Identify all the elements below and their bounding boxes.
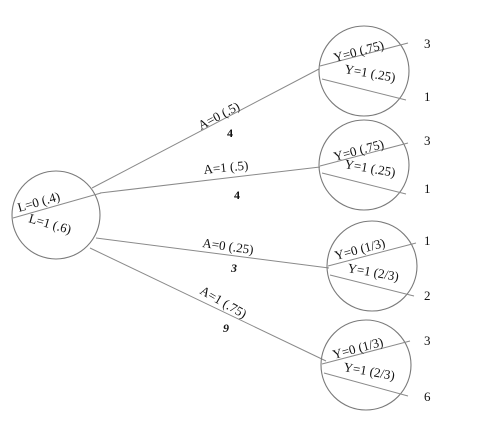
- leaf-2-circle: [318, 119, 410, 211]
- leaf-4-bottom-label: Y=1 (2/3): [342, 359, 396, 383]
- leaf-4-top-count: 3: [424, 333, 431, 348]
- leaf-4-top-label: Y=0 (1/3): [331, 334, 385, 362]
- branch-line-4: [89, 247, 327, 362]
- branch-1-label: A=0 (.5): [195, 98, 242, 132]
- branch-line-3: [95, 237, 330, 269]
- leaf-4-circle: [320, 319, 412, 411]
- leaf-4-bottom-tick: [323, 372, 409, 397]
- branch-2-count: 4: [234, 188, 240, 202]
- root-circle: [11, 170, 101, 260]
- leaf-1-bottom-count: 1: [424, 89, 431, 104]
- branch-1-count: 4: [227, 126, 233, 140]
- branch-2: A=1 (.5) 4 Y=0 (.75) Y=1 (.25) 3 1: [203, 119, 431, 211]
- root-node: L=0 (.4) L=1 (.6): [11, 170, 102, 260]
- branch-4-count: 9: [223, 321, 229, 335]
- leaf-node-1: Y=0 (.75) Y=1 (.25) 3 1: [318, 25, 431, 117]
- branch-2-label: A=1 (.5): [203, 157, 249, 177]
- leaf-1-circle: [318, 25, 410, 117]
- leaf-3-top-count: 1: [424, 233, 431, 248]
- leaf-node-4: Y=0 (1/3) Y=1 (2/3) 3 6: [320, 319, 431, 411]
- leaf-3-bottom-count: 2: [424, 288, 431, 303]
- branch-1: A=0 (.5) 4 Y=0 (.75) Y=1 (.25) 3 1: [195, 25, 431, 140]
- branch-3-label: A=0 (.25): [202, 235, 255, 257]
- leaf-1-divider: [319, 42, 409, 67]
- leaf-3-divider: [327, 242, 417, 267]
- leaf-2-top-count: 3: [424, 133, 431, 148]
- leaf-2-bottom-count: 1: [424, 181, 431, 196]
- leaf-3-top-label: Y=0 (1/3): [333, 235, 387, 263]
- leaf-4-bottom-count: 6: [424, 389, 431, 404]
- leaf-1-top-count: 3: [424, 36, 431, 51]
- branch-4-label: A=1 (.75): [198, 283, 250, 322]
- leaf-1-bottom-label: Y=1 (.25): [343, 61, 396, 85]
- leaf-1-top-label: Y=0 (.75): [332, 37, 386, 65]
- leaf-3-bottom-label: Y=1 (2/3): [346, 260, 400, 284]
- branch-3-count: 3: [230, 261, 237, 275]
- branch-line-1: [91, 68, 320, 189]
- leaf-2-bottom-tick: [321, 172, 407, 195]
- leaf-2-bottom-label: Y=1 (.25): [343, 156, 396, 180]
- root-bottom-label: L=1 (.6): [27, 210, 73, 236]
- leaf-3-circle: [326, 220, 418, 312]
- leaf-2-divider: [319, 142, 409, 167]
- root-divider: [12, 192, 102, 219]
- branch-line-2: [99, 166, 321, 194]
- branch-4: A=1 (.75) 9 Y=0 (1/3) Y=1 (2/3) 3 6: [198, 283, 431, 411]
- leaf-3-bottom-tick: [329, 274, 415, 297]
- leaf-4-divider: [321, 340, 411, 365]
- leaf-node-3: Y=0 (1/3) Y=1 (2/3) 1 2: [326, 220, 431, 312]
- leaf-node-2: Y=0 (.75) Y=1 (.25) 3 1: [318, 119, 431, 211]
- leaf-1-bottom-tick: [321, 78, 407, 101]
